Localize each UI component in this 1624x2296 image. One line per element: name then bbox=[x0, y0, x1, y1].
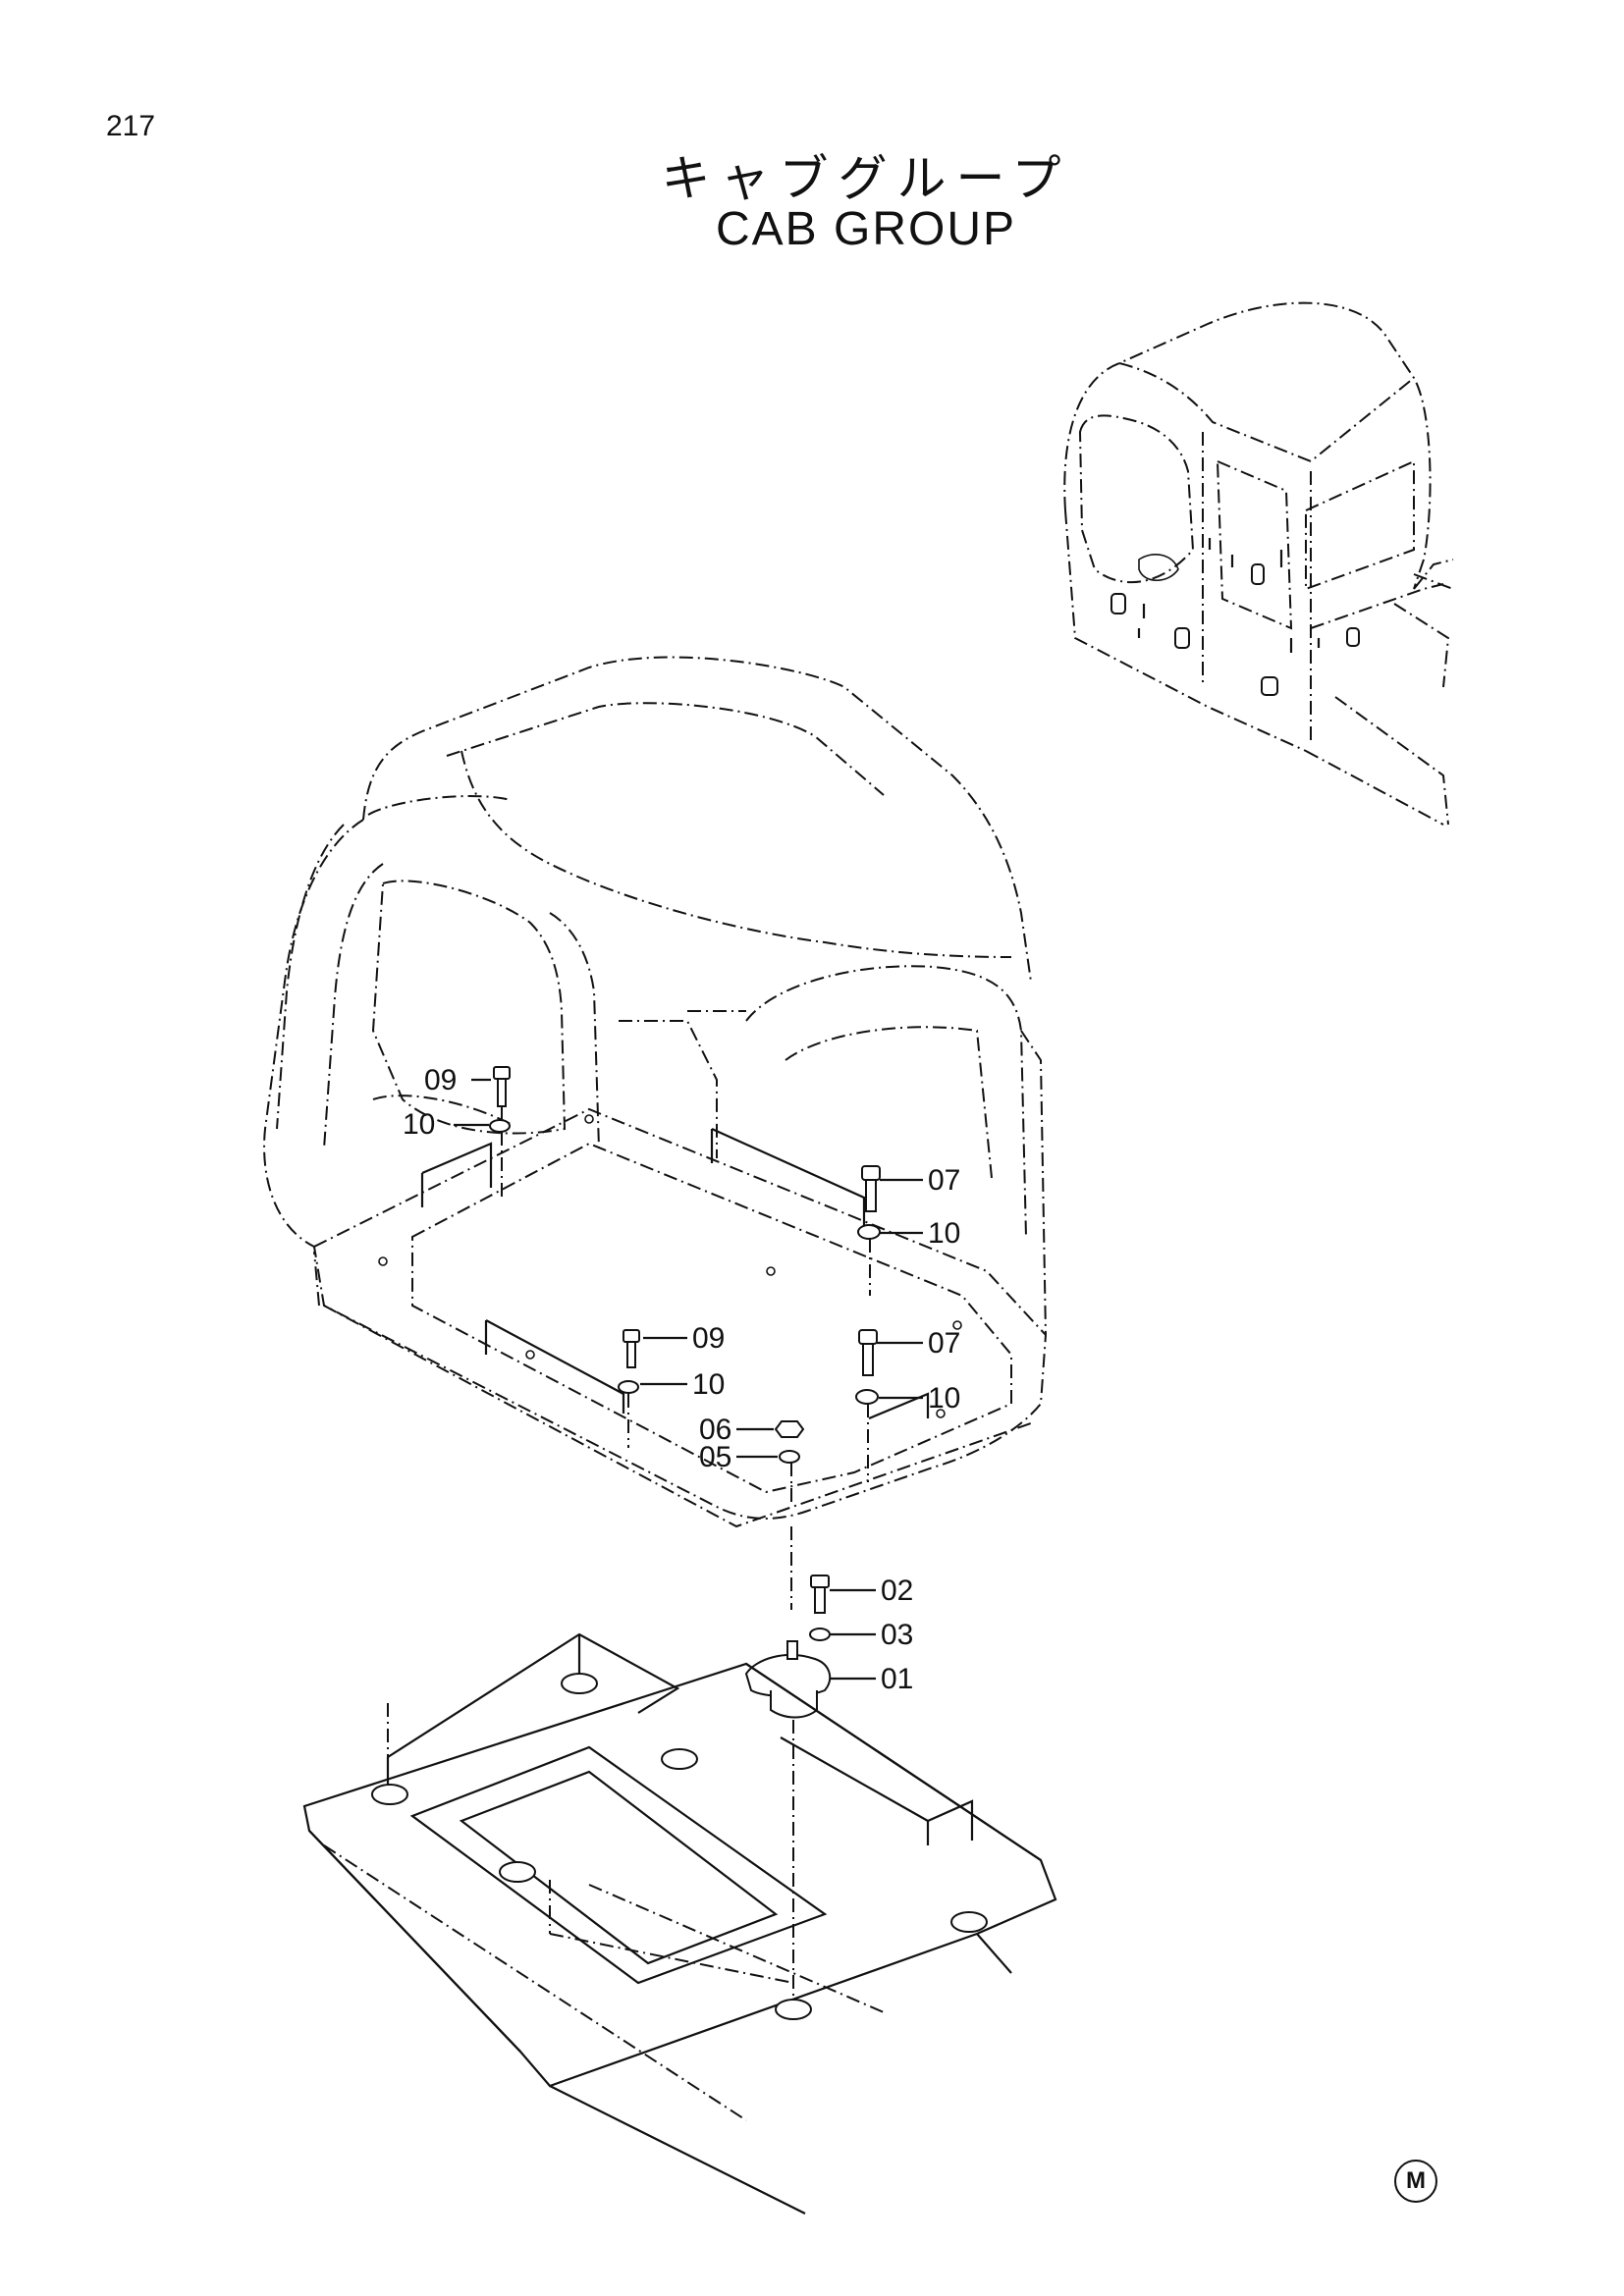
manufacturer-mark: M bbox=[1394, 2160, 1437, 2203]
callout-02: 02 bbox=[881, 1575, 913, 1607]
callout-07-upper: 07 bbox=[928, 1164, 960, 1197]
title-japanese: キャブグループ bbox=[661, 150, 1071, 207]
callout-05: 05 bbox=[699, 1441, 731, 1473]
callout-06: 06 bbox=[699, 1414, 731, 1446]
callout-10-upper-right: 10 bbox=[928, 1217, 960, 1250]
callout-labels: 09 10 07 10 09 10 07 10 06 05 02 03 01 bbox=[403, 1064, 960, 1695]
inset-mount-marks bbox=[1110, 563, 1360, 696]
callout-10-upper-left: 10 bbox=[403, 1108, 435, 1141]
callout-09-upper: 09 bbox=[424, 1064, 457, 1096]
callout-09-center: 09 bbox=[692, 1322, 725, 1355]
hardware-parts bbox=[454, 1066, 923, 2002]
callout-10-lower-right: 10 bbox=[928, 1382, 960, 1415]
inset-cab-view bbox=[1063, 301, 1454, 826]
inset-bolt-marks bbox=[1137, 538, 1321, 653]
callout-01: 01 bbox=[881, 1663, 913, 1695]
page-number: 217 bbox=[106, 110, 156, 142]
title-english: CAB GROUP bbox=[715, 203, 1017, 255]
callout-10-center: 10 bbox=[692, 1368, 725, 1401]
base-frame bbox=[302, 1632, 1057, 2215]
callout-03: 03 bbox=[881, 1619, 913, 1651]
callout-07-lower: 07 bbox=[928, 1327, 960, 1360]
cab-shell bbox=[263, 656, 1048, 1528]
